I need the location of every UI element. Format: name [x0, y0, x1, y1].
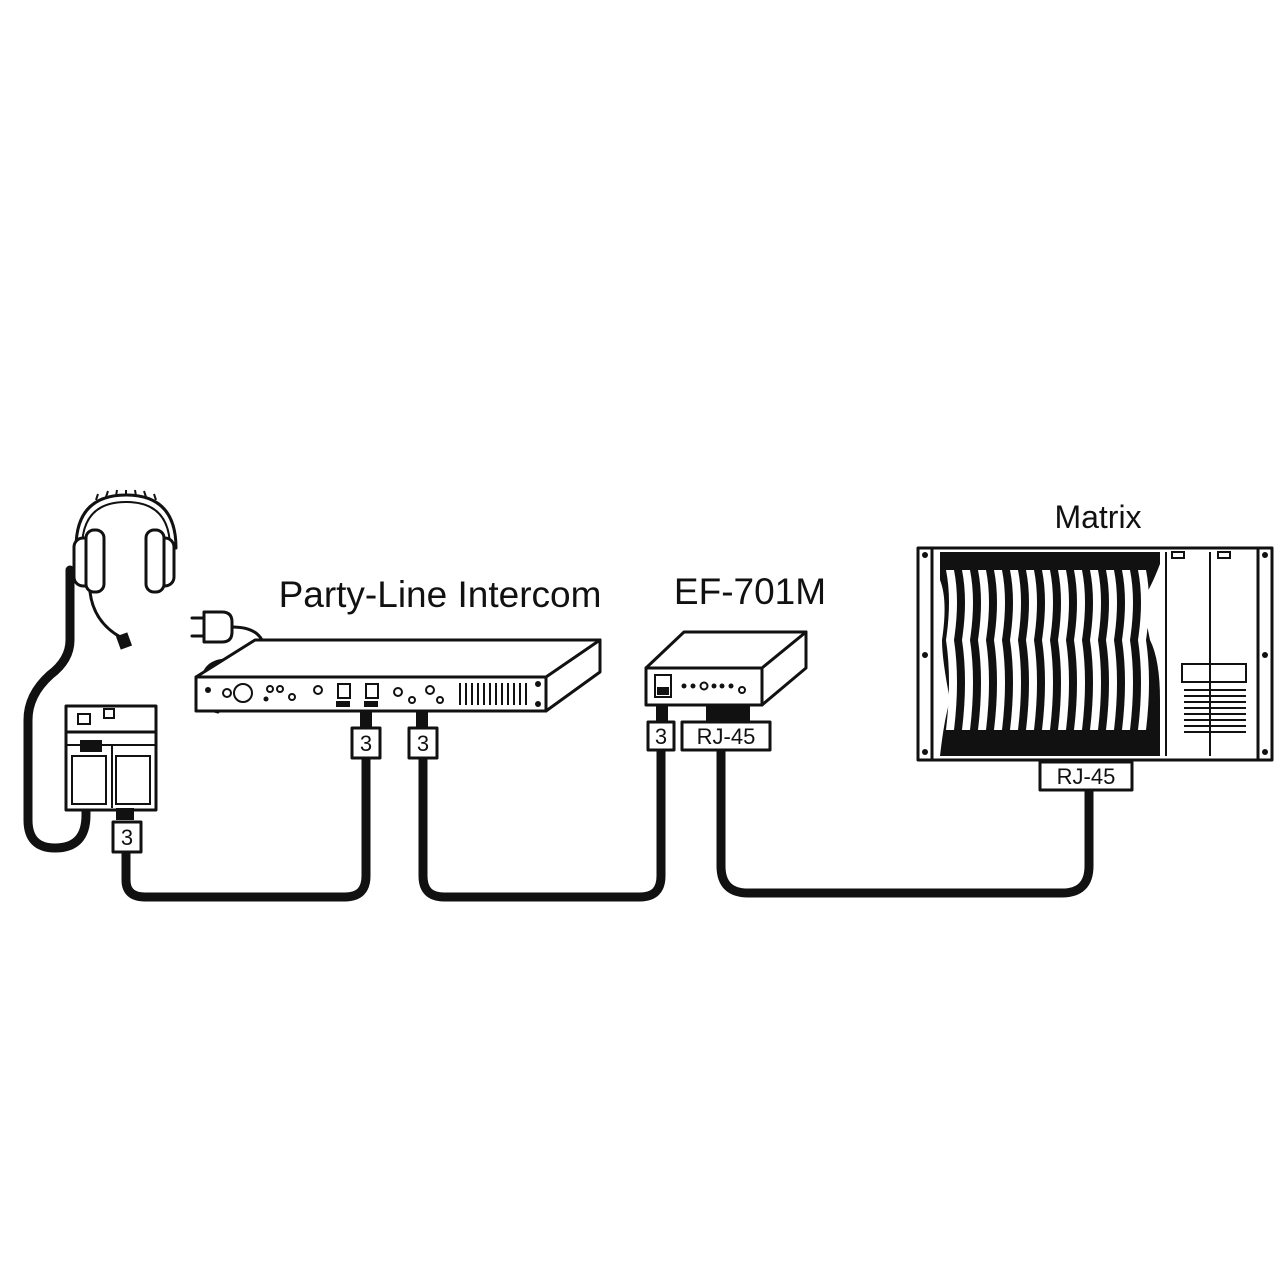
connector-tag-intercom-left: 3 [350, 726, 382, 760]
connector-label: RJ-45 [697, 724, 756, 749]
connector-tag-beltpack: 3 [111, 820, 143, 854]
headset-cable [23, 565, 91, 853]
matrix-card-slots [940, 552, 1160, 756]
connector-label: 3 [360, 731, 372, 756]
matrix-label: Matrix [1054, 499, 1141, 535]
cables [23, 565, 1094, 902]
matrix-frame-icon [916, 546, 1274, 762]
connector-tag-intercom-right: 3 [407, 726, 439, 760]
party-line-intercom-label: Party-Line Intercom [279, 574, 602, 615]
ef701m-to-matrix-cable [716, 743, 1094, 898]
connector-tag-ef701m-rj45: RJ-45 [680, 720, 772, 752]
connector-label: 3 [121, 825, 133, 850]
beltpack-to-intercom-cable [121, 750, 371, 902]
connector-tag-matrix-rj45: RJ-45 [1038, 760, 1134, 792]
connector-label: 3 [655, 724, 667, 749]
connector-label: 3 [417, 731, 429, 756]
headset-icon [72, 489, 178, 650]
intercom-to-ef701m-cable [418, 743, 666, 902]
connector-label: RJ-45 [1057, 764, 1116, 789]
converter-box-icon [644, 630, 808, 723]
rack-unit-icon [194, 638, 602, 729]
beltpack-icon [64, 704, 158, 820]
connector-tag-ef701m-xlr: 3 [646, 720, 676, 752]
ef701m-label: EF-701M [674, 571, 826, 612]
